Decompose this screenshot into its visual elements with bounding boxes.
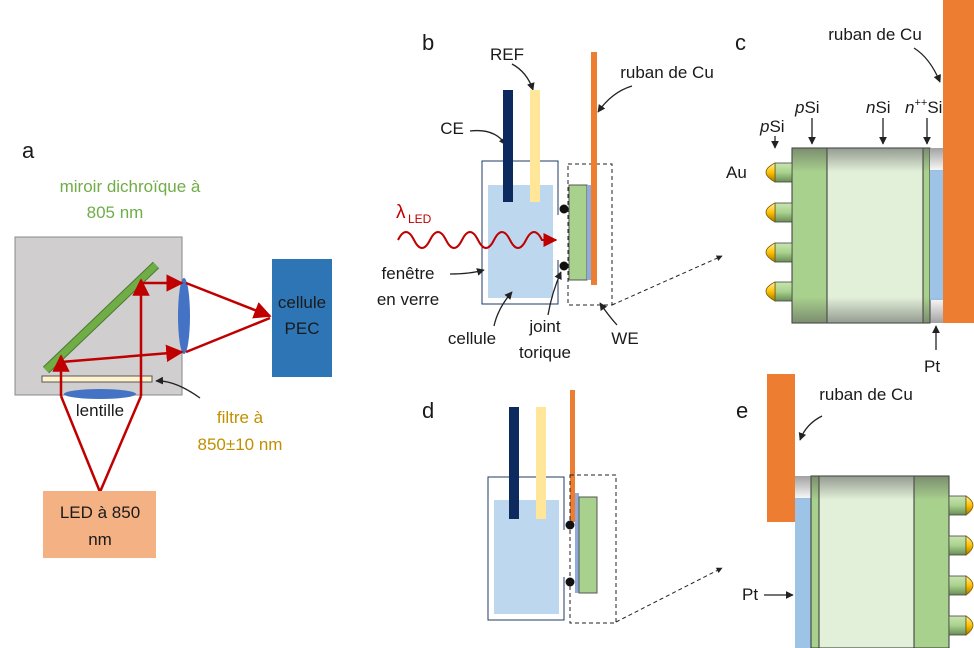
pec-label-line1: cellule	[278, 293, 326, 312]
mirror-label-line1: miroir dichroïque à	[60, 177, 201, 196]
electrolyte-d	[494, 500, 559, 614]
filter-pointer	[155, 376, 201, 399]
gold-contacts-c	[765, 162, 793, 302]
counter-electrode-d	[509, 407, 519, 519]
light-beams	[52, 274, 272, 493]
lens-right	[178, 278, 190, 354]
zoom-arrow-b-c	[611, 255, 723, 306]
oring-label-line2: torique	[519, 343, 571, 362]
zoom-arrow-d-e	[615, 567, 723, 623]
cu-tape-label-b: ruban de Cu	[620, 63, 714, 82]
cell-label-b: cellule	[448, 329, 496, 348]
window-label-line2: en verre	[377, 290, 439, 309]
device-stack-c	[791, 147, 943, 324]
filter-label-line1: filtre à	[217, 408, 264, 427]
cu-tape-c	[943, 0, 974, 323]
pt-label-e: Pt	[742, 585, 758, 604]
light-wave	[397, 231, 558, 249]
cu-tape-b	[591, 52, 597, 285]
device-stack-e	[795, 475, 950, 648]
nsi-label: nSi	[866, 98, 891, 117]
mirror-label-line2: 805 nm	[87, 203, 144, 222]
cu-tape-e	[767, 374, 795, 522]
pt-label-c: Pt	[924, 357, 940, 376]
bandpass-filter	[41, 375, 153, 383]
psi-label-left: pSi	[759, 117, 785, 136]
panel-label-b: b	[422, 30, 434, 55]
ref-label: REF	[490, 45, 524, 64]
electrolyte-b	[488, 185, 553, 298]
reference-electrode-b	[530, 90, 540, 202]
ce-label: CE	[440, 119, 464, 138]
reference-electrode-d	[536, 407, 546, 519]
lens-label: lentille	[76, 401, 124, 420]
led-box	[43, 491, 156, 558]
silicon-electrode-b	[568, 184, 588, 281]
gold-contacts-e	[948, 495, 974, 636]
oring-bottom-b	[559, 261, 569, 271]
pec-cell-box	[272, 259, 332, 377]
cu-tape-label-e: ruban de Cu	[819, 385, 913, 404]
we-label: WE	[611, 329, 638, 348]
led-label-line2: nm	[88, 530, 112, 549]
window-label-line1: fenêtre	[382, 264, 435, 283]
counter-electrode-b	[503, 90, 513, 202]
panel-label-c: c	[735, 30, 746, 55]
oring-label-line1: joint	[528, 317, 560, 336]
oring-top-d	[565, 520, 575, 530]
silicon-electrode-d	[578, 496, 598, 594]
we-zoom-box-b	[567, 163, 613, 306]
led-label-line1: LED à 850	[60, 503, 140, 522]
we-zoom-box-d	[569, 474, 617, 624]
oring-bottom-d	[565, 577, 575, 587]
lens-bottom	[64, 389, 136, 399]
lambda-subscript: LED	[408, 212, 432, 226]
panel-label-a: a	[22, 138, 35, 163]
lambda-symbol: λ	[396, 202, 406, 223]
psi-label-right: pSi	[794, 98, 820, 117]
panel-label-d: d	[422, 398, 434, 423]
filter-label-line2: 850±10 nm	[198, 435, 283, 454]
cu-tape-label-c: ruban de Cu	[828, 25, 922, 44]
panel-label-e: e	[736, 398, 748, 423]
au-label: Au	[726, 163, 747, 182]
oring-top-b	[559, 204, 569, 214]
pec-label-line2: PEC	[285, 319, 320, 338]
cu-tape-d	[570, 390, 575, 522]
npp-si-label: n++Si	[905, 97, 942, 117]
